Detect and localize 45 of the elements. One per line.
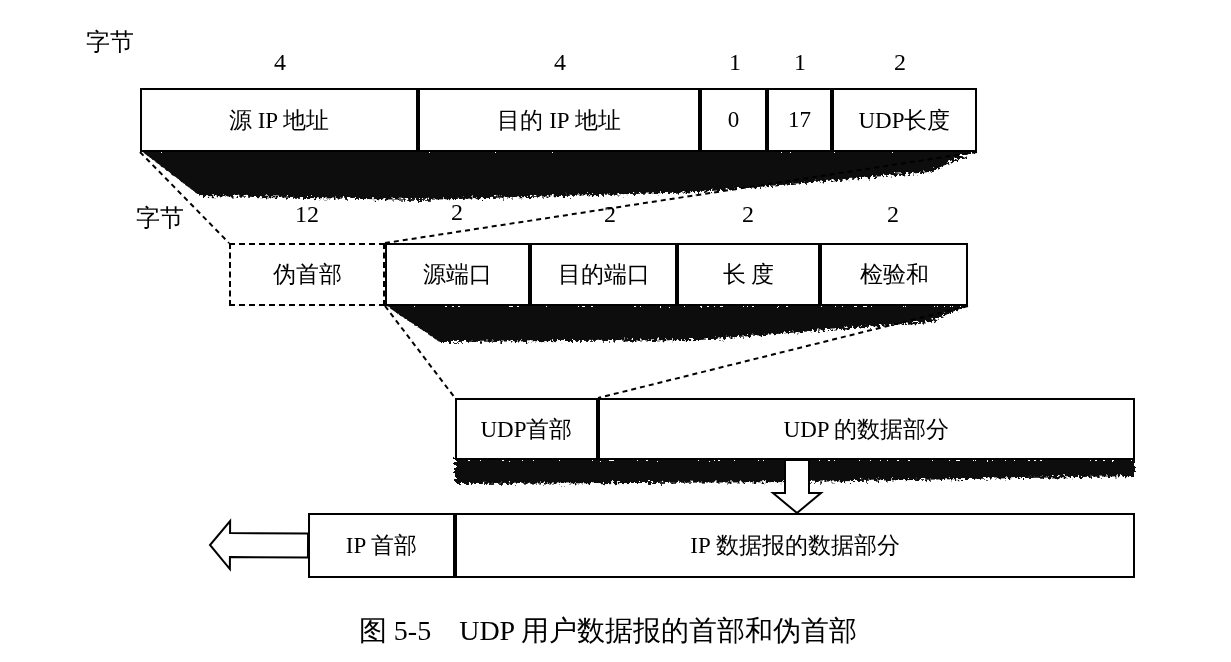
header-field (308, 513, 455, 578)
header-field (677, 243, 820, 306)
field-label: 17 (788, 107, 811, 133)
header-field (455, 398, 598, 460)
projection-line (139, 151, 230, 244)
hollow-arrow (208, 518, 310, 572)
byte-count: 1 (794, 48, 806, 76)
byte-count: 2 (451, 198, 463, 226)
header-field (418, 88, 700, 152)
hollow-arrow (770, 459, 824, 515)
field-label: UDP 的数据部分 (783, 415, 950, 444)
row-label: 字节 (136, 204, 184, 233)
byte-count: 12 (295, 200, 319, 228)
field-label: IP 数据报的数据部分 (690, 532, 900, 560)
header-field (140, 88, 418, 152)
field-label: IP 首部 (345, 532, 418, 560)
field-label: 长 度 (722, 261, 775, 289)
header-field (385, 243, 530, 306)
header-field (598, 398, 1135, 460)
field-label: UDP长度 (858, 106, 951, 135)
projection-line (384, 305, 456, 399)
figure-caption: 图 5-5 UDP 用户数据报的首部和伪首部 (358, 614, 858, 648)
byte-count: 2 (604, 200, 616, 228)
header-field (530, 243, 677, 306)
field-label: 源 IP 地址 (228, 106, 330, 135)
header-field (832, 88, 977, 152)
byte-count: 4 (274, 48, 286, 76)
header-field (767, 88, 832, 152)
byte-count: 1 (729, 48, 741, 76)
field-label: 源端口 (423, 261, 492, 289)
byte-count: 2 (887, 200, 899, 228)
row-label: 字节 (86, 28, 134, 57)
field-label: 0 (727, 107, 740, 133)
header-field (455, 513, 1135, 578)
byte-count: 2 (894, 48, 906, 76)
byte-count: 4 (554, 48, 566, 76)
byte-count: 2 (742, 200, 754, 228)
field-label: 检验和 (859, 261, 929, 289)
header-field (229, 243, 385, 306)
field-label: 目的端口 (557, 261, 650, 289)
header-field (820, 243, 968, 306)
header-field (700, 88, 767, 152)
field-label: UDP首部 (480, 415, 573, 444)
field-label: 伪首部 (272, 261, 342, 289)
field-label: 目的 IP 地址 (497, 106, 621, 135)
